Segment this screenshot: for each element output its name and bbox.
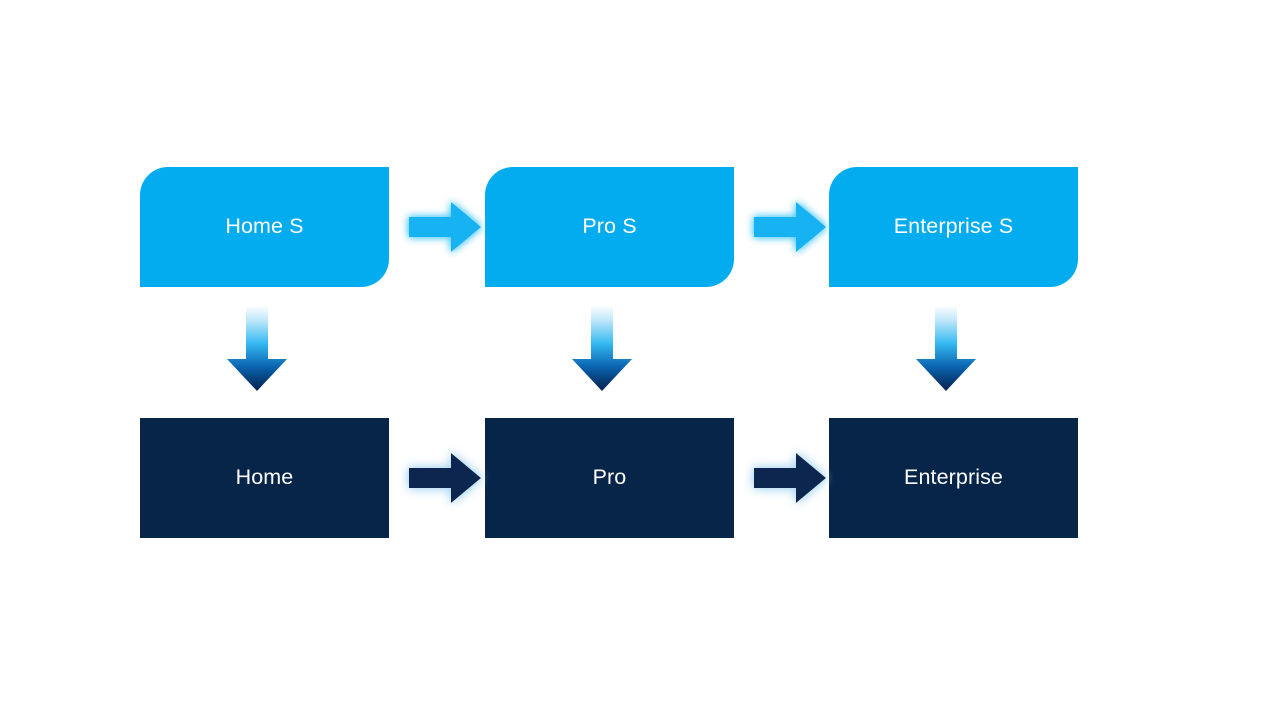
node-pro[interactable]: Pro (485, 418, 734, 538)
node-label: Enterprise S (893, 214, 1014, 239)
arrow-right-icon (399, 190, 495, 264)
node-enterprise-s[interactable]: Enterprise S (829, 167, 1078, 287)
node-label: Home S (225, 214, 304, 239)
node-pro-s[interactable]: Pro S (485, 167, 734, 287)
arrow-down-icon (908, 301, 984, 397)
node-enterprise[interactable]: Enterprise (829, 418, 1078, 538)
node-label: Pro (592, 465, 627, 490)
arrow-right-icon (744, 190, 840, 264)
node-label: Enterprise (904, 465, 1003, 490)
arrow-down-icon (564, 301, 640, 397)
node-home[interactable]: Home (140, 418, 389, 538)
node-home-s[interactable]: Home S (140, 167, 389, 287)
arrow-down-icon (219, 301, 295, 397)
node-label: Home (235, 465, 294, 490)
node-label: Pro S (582, 214, 637, 239)
arrow-right-icon (744, 441, 840, 515)
arrow-right-icon (399, 441, 495, 515)
